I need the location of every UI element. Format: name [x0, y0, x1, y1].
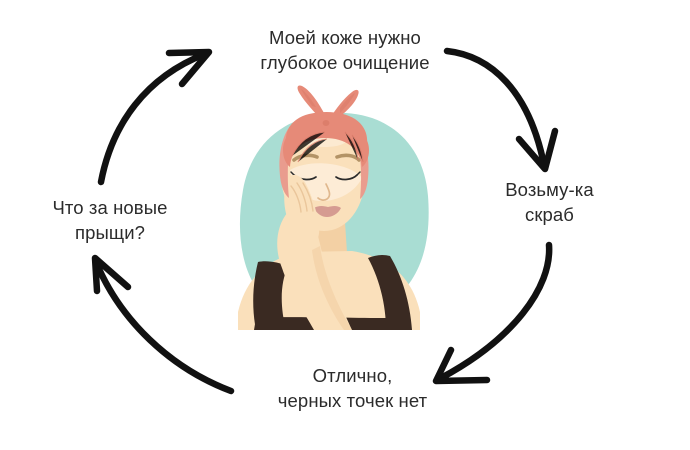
hand-shape [284, 174, 320, 244]
step-label-right: Возьму-ка скраб [505, 179, 594, 225]
arrow-top-right-shaft [443, 47, 547, 164]
lips-shape [314, 206, 341, 217]
arrow-top-left-shaft [97, 50, 209, 186]
headband-band [283, 122, 369, 167]
arrow-top-left-head [165, 48, 213, 88]
arrow-bottom-left [91, 254, 235, 395]
step-label-bottom: Отлично, черных точек нет [277, 365, 428, 411]
arm-shadow [312, 246, 352, 330]
arrow-bottom-left-shaft [92, 258, 235, 395]
right-eye-lash [356, 171, 361, 176]
hand-fingers [290, 182, 314, 213]
tank-top-left-strap [253, 261, 288, 330]
headband-bow-left-inner [301, 89, 316, 107]
left-eye-lash [290, 171, 295, 176]
tank-top-right-strap [368, 254, 412, 330]
arrow-top-right-head [515, 127, 559, 173]
arrow-top-left [97, 48, 213, 186]
woman-illustration [238, 85, 429, 330]
step-label-top: Моей коже нужно глубокое очищение [260, 27, 430, 73]
headband-texture [291, 131, 364, 163]
headband-bow-right-inner [340, 93, 355, 113]
nose-shape [317, 183, 331, 201]
right-eye-closed [335, 174, 358, 181]
arrow-bottom-right [432, 241, 553, 385]
arrow-bottom-right-shaft [437, 241, 553, 382]
arrow-top-right [443, 47, 559, 173]
arrow-bottom-left-head [91, 254, 132, 295]
step-label-left: Что за новые прыщи? [52, 197, 168, 243]
arrows-group [91, 47, 559, 395]
arrow-bottom-right-head [432, 346, 491, 385]
headband-bow-knot-center [322, 120, 330, 126]
